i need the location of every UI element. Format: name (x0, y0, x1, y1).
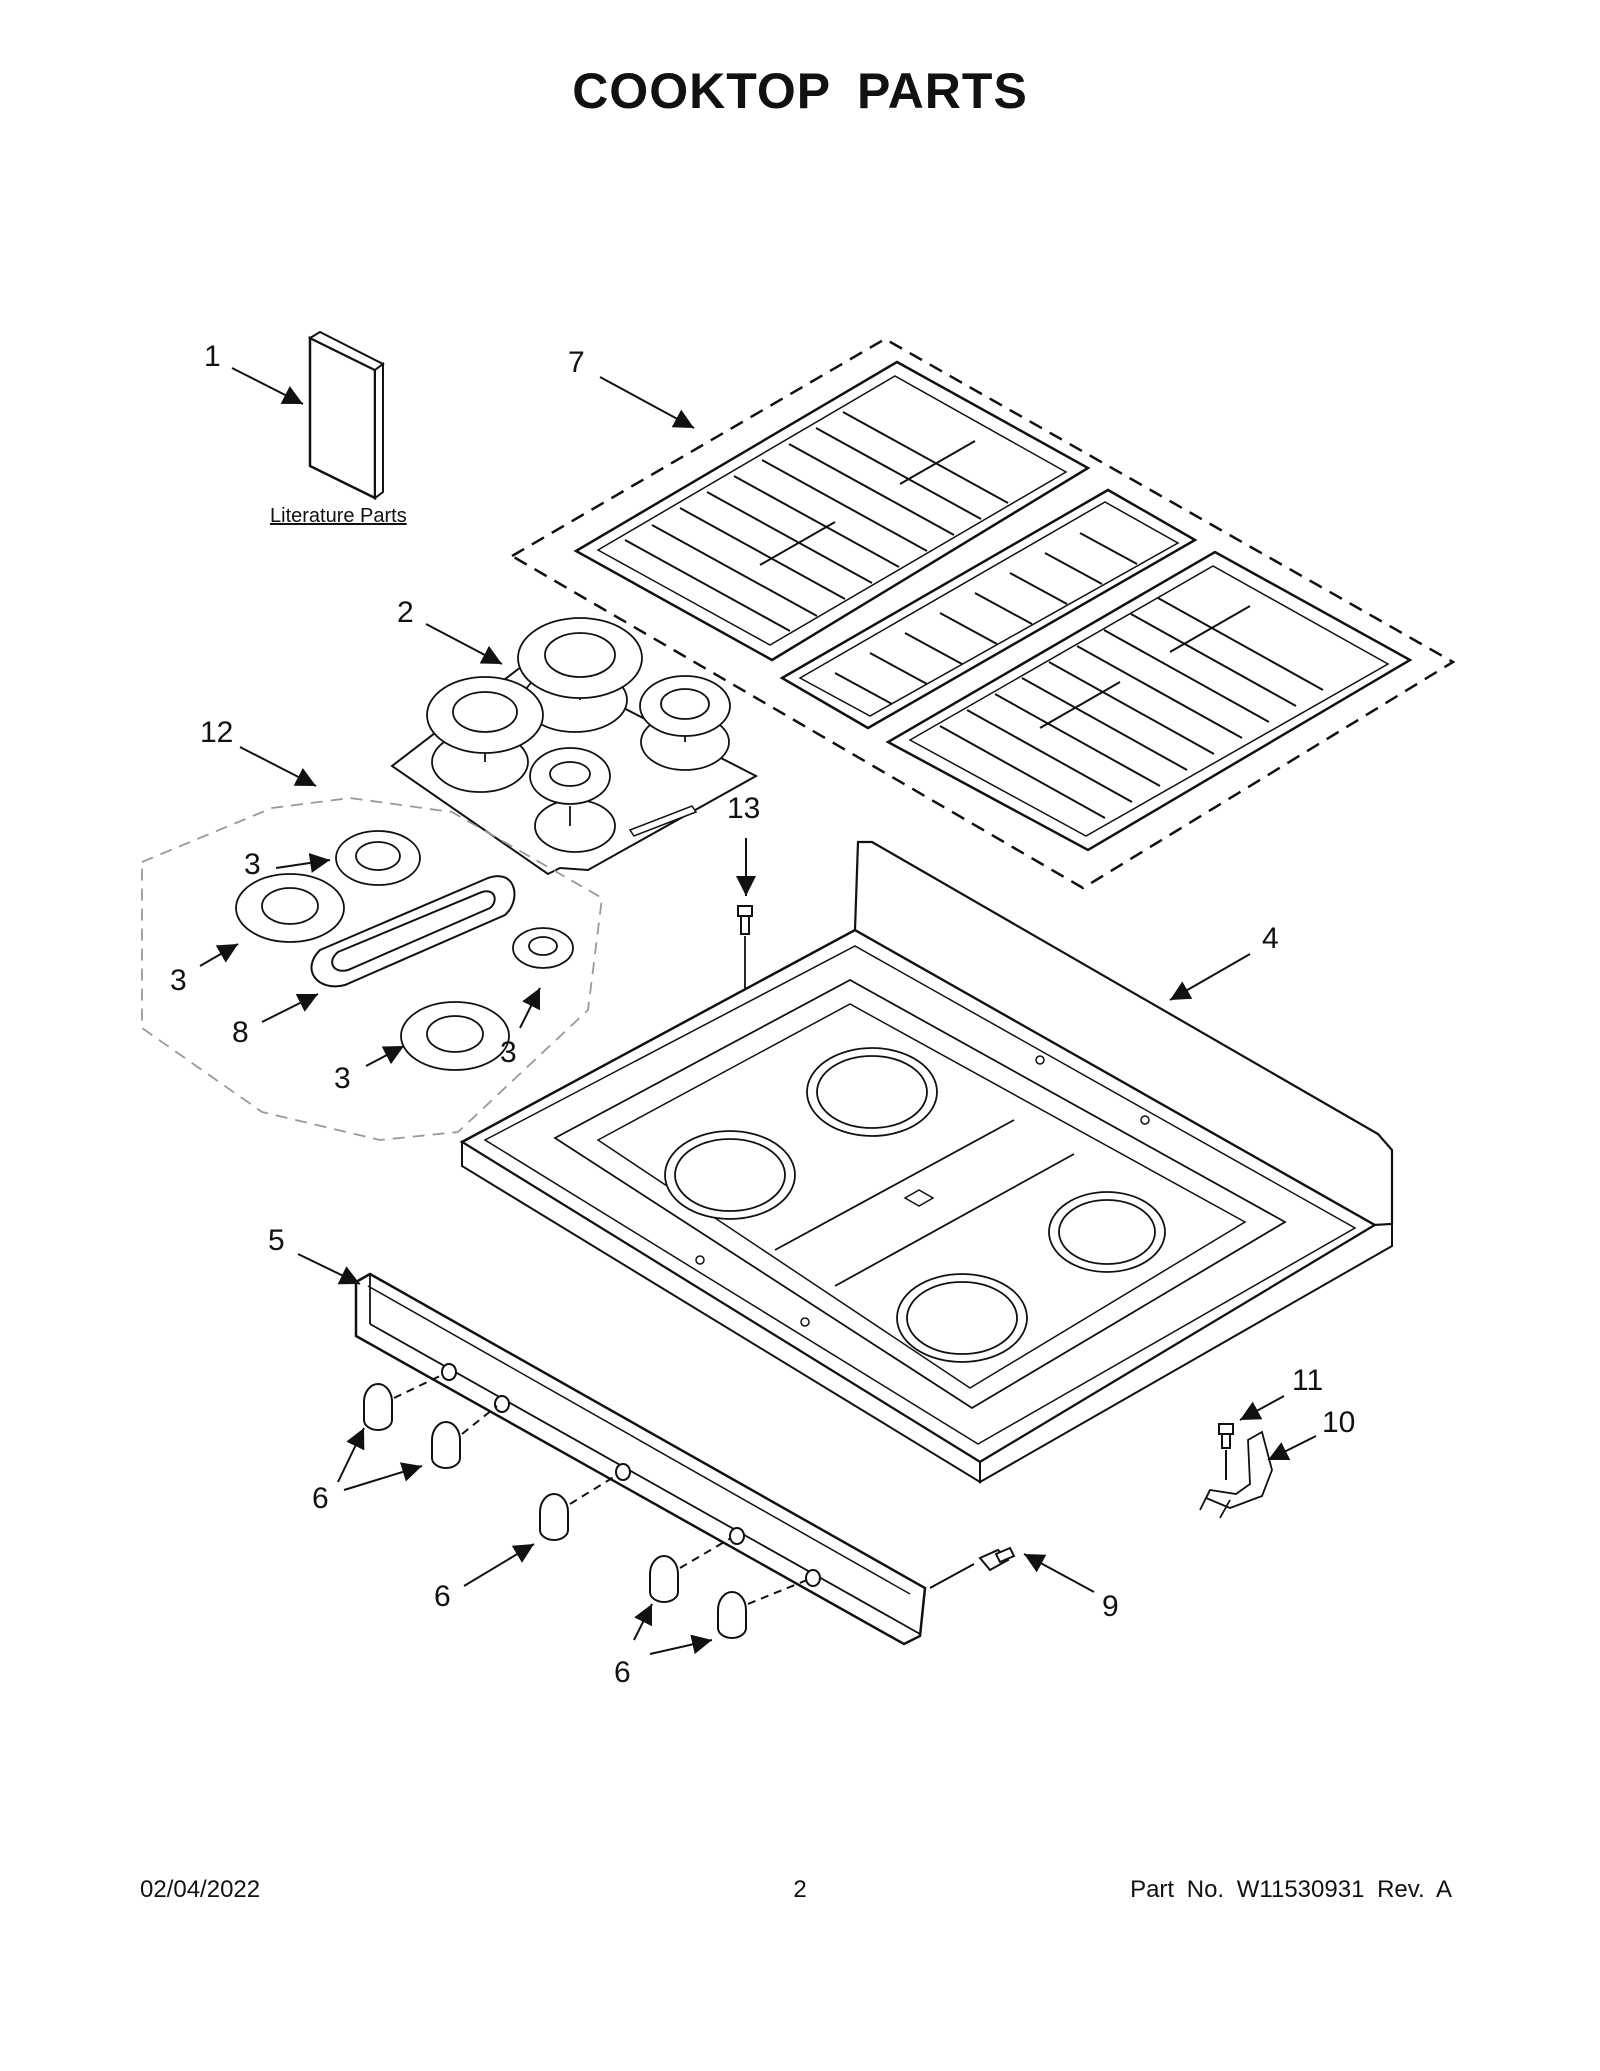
callout-3b: 3 (170, 964, 187, 997)
control-knobs (363, 1383, 747, 1639)
callout-10: 10 (1322, 1406, 1355, 1439)
burner-spreader (310, 875, 516, 988)
callout-7: 7 (568, 346, 585, 379)
screw-11 (1218, 1423, 1234, 1449)
burner-group-boundary (141, 797, 603, 1141)
callout-2: 2 (397, 596, 414, 629)
callout-13: 13 (727, 792, 760, 825)
callout-3a: 3 (244, 848, 261, 881)
control-panel-trim (354, 1272, 927, 1646)
callout-6b: 6 (434, 1580, 451, 1613)
footer-page-number: 2 (793, 1876, 807, 1903)
screw-13 (737, 905, 753, 935)
literature-booklet (307, 330, 385, 501)
burner-bases (235, 830, 574, 1071)
footer-date: 02/04/2022 (140, 1876, 261, 1903)
grates-group (509, 337, 1456, 890)
callout-3d: 3 (500, 1036, 517, 1069)
screw-9 (978, 1546, 1016, 1572)
burner-caps-sheet (390, 617, 759, 876)
callout-6a: 6 (312, 1482, 329, 1515)
page-title: COOKTOP PARTS (572, 63, 1028, 119)
callout-3c: 3 (334, 1062, 351, 1095)
mounting-bracket (1199, 1430, 1273, 1519)
callout-11: 11 (1292, 1364, 1323, 1397)
callout-1: 1 (204, 340, 221, 373)
cooktop-main-top (459, 840, 1394, 1484)
literature-parts-label: Literature Parts (270, 505, 407, 527)
callout-4: 4 (1262, 922, 1279, 955)
callout-12: 12 (200, 716, 233, 749)
footer-part-number: Part No. W11530931 Rev. A (1130, 1876, 1452, 1903)
callout-9: 9 (1102, 1590, 1119, 1623)
callout-8: 8 (232, 1016, 249, 1049)
callout-6c: 6 (614, 1656, 631, 1689)
callout-5: 5 (268, 1224, 285, 1257)
